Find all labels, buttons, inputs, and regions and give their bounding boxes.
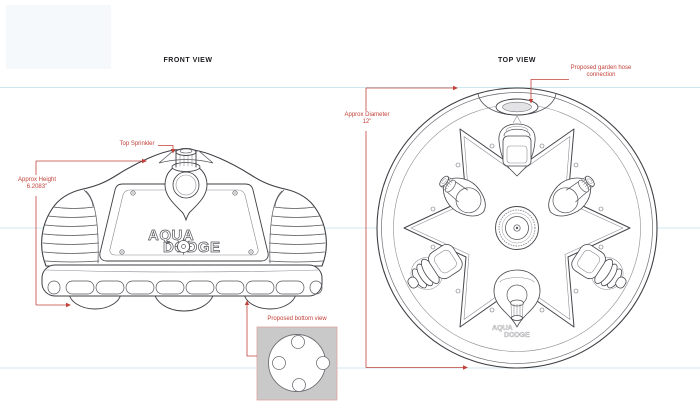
nozzle-lower-left bbox=[407, 244, 463, 290]
diameter-dimension bbox=[365, 85, 468, 370]
approx-height-line1: Approx Height bbox=[17, 177, 57, 183]
sprinkler-knob bbox=[171, 148, 201, 172]
approx-diameter-line2: 12" bbox=[362, 119, 372, 126]
top-sprinkler-label: Top Sprinkler bbox=[119, 141, 155, 147]
bottom-view-inset bbox=[256, 326, 338, 401]
garden-hose-pointer bbox=[528, 79, 569, 104]
front-base-bumper bbox=[41, 264, 323, 297]
top-view-title: TOP VIEW bbox=[498, 57, 536, 64]
approx-height-line2: 6.2083" bbox=[26, 184, 48, 191]
top-view-drawing: AQUA DODGE bbox=[376, 87, 658, 369]
top-aqua-dodge-logo: AQUA DODGE bbox=[492, 325, 530, 339]
top-logo-dodge: DODGE bbox=[504, 332, 530, 339]
annotations bbox=[35, 79, 569, 370]
nozzle-top bbox=[498, 115, 536, 177]
front-side-ribs bbox=[42, 189, 326, 264]
front-logo-aqua: AQUA bbox=[148, 227, 194, 244]
garden-hose-label: Proposed garden hose connection bbox=[562, 65, 640, 79]
height-dimension bbox=[35, 158, 147, 308]
front-view-title: FRONT VIEW bbox=[163, 57, 213, 64]
front-view-drawing: AQUA DODGE bbox=[41, 148, 327, 312]
logo-placeholder bbox=[6, 5, 111, 69]
top-center-cap bbox=[495, 206, 539, 250]
bottom-view-pointer bbox=[244, 300, 257, 357]
garden-hose-line1: Proposed garden hose bbox=[570, 65, 632, 71]
front-panel bbox=[99, 183, 269, 262]
proposed-bottom-view-label: Proposed bottom view bbox=[267, 316, 327, 322]
nozzle-bottom bbox=[493, 269, 541, 328]
hose-connection bbox=[477, 93, 557, 116]
approx-diameter-line1: Approx Diameter bbox=[344, 112, 390, 118]
garden-hose-line2: connection bbox=[586, 72, 616, 79]
bottom-view-wheels bbox=[272, 335, 330, 392]
approx-height-label: Approx Height 6.2083" bbox=[10, 177, 64, 191]
nozzle-upper-right bbox=[548, 175, 595, 217]
top-sprinkler-pointer bbox=[158, 145, 176, 154]
nozzle-lower-right bbox=[571, 244, 627, 290]
front-aqua-dodge-logo: AQUA DODGE bbox=[148, 227, 221, 257]
logo-gear-icon bbox=[175, 238, 192, 255]
nozzle-upper-left bbox=[439, 175, 486, 217]
top-logo-aqua: AQUA bbox=[492, 325, 513, 332]
front-logo-dodge: DODGE bbox=[163, 239, 221, 256]
star-screws bbox=[430, 143, 604, 313]
approx-diameter-label: Approx Diameter 12" bbox=[341, 112, 393, 126]
